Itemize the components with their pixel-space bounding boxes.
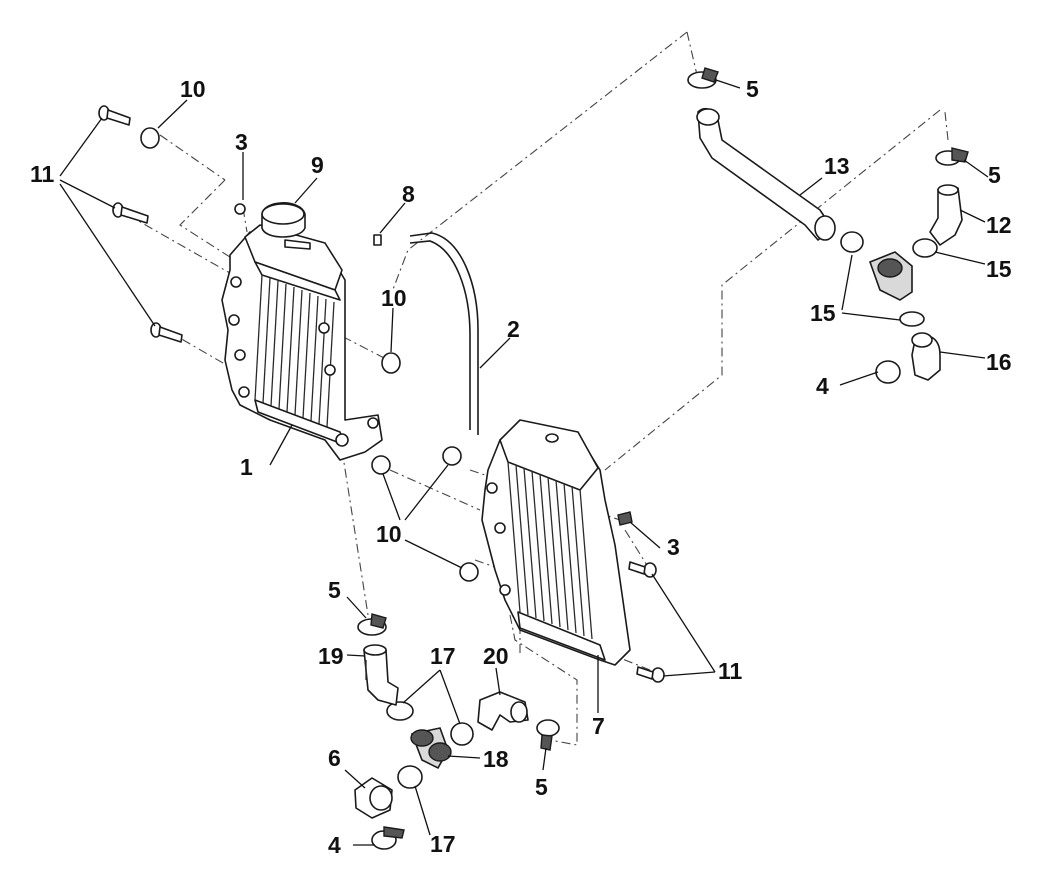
callout-4-right: 4 [816,373,829,399]
callout-16: 16 [986,349,1012,375]
callout-3-left: 3 [235,129,248,155]
overflow-hose [373,232,479,435]
callout-10-bottom: 10 [376,521,402,547]
hose-clamps [357,67,969,751]
callout-3-right: 3 [667,534,680,560]
callout-5-bottom: 5 [535,774,548,800]
grommets [140,127,479,582]
left-radiator-fins [254,274,335,428]
t-fitting [410,727,452,770]
callout-7: 7 [592,713,605,739]
callout-5-top: 5 [746,76,759,102]
hose-rings [371,231,938,850]
right-radiator-fins [507,461,593,640]
callout-11-left: 11 [30,161,55,187]
callout-5-right: 5 [988,162,1001,188]
lower-right-elbow [477,691,529,731]
callout-15-left: 15 [810,300,836,326]
callout-1: 1 [240,454,253,480]
callout-2: 2 [507,316,520,342]
right-radiator [481,419,631,666]
callout-18: 18 [483,746,509,772]
callout-12: 12 [986,212,1012,238]
bolts [98,105,665,683]
callout-4-bottom: 4 [328,832,341,858]
callout-15-right: 15 [986,256,1012,282]
leader-lines [59,79,989,846]
callout-13: 13 [824,153,850,179]
callout-11-right: 11 [718,658,743,684]
callouts: 1 2 3 3 4 4 5 5 5 5 6 7 8 9 10 10 10 11 … [30,76,1012,858]
callout-19: 19 [318,643,344,669]
callout-6: 6 [328,745,341,771]
callout-17-bottom: 17 [430,831,456,857]
right-fittings [868,184,963,381]
upper-hose [696,108,836,241]
callout-10-top: 10 [180,76,206,102]
callout-8: 8 [402,181,415,207]
left-radiator [221,224,383,461]
callout-9: 9 [311,152,324,178]
callout-5-left: 5 [328,577,341,603]
lower-left-elbow [363,644,399,706]
radiator-cap [261,202,311,250]
callout-17-top: 17 [430,643,456,669]
callout-20: 20 [483,643,509,669]
callout-10-mid: 10 [381,285,407,311]
